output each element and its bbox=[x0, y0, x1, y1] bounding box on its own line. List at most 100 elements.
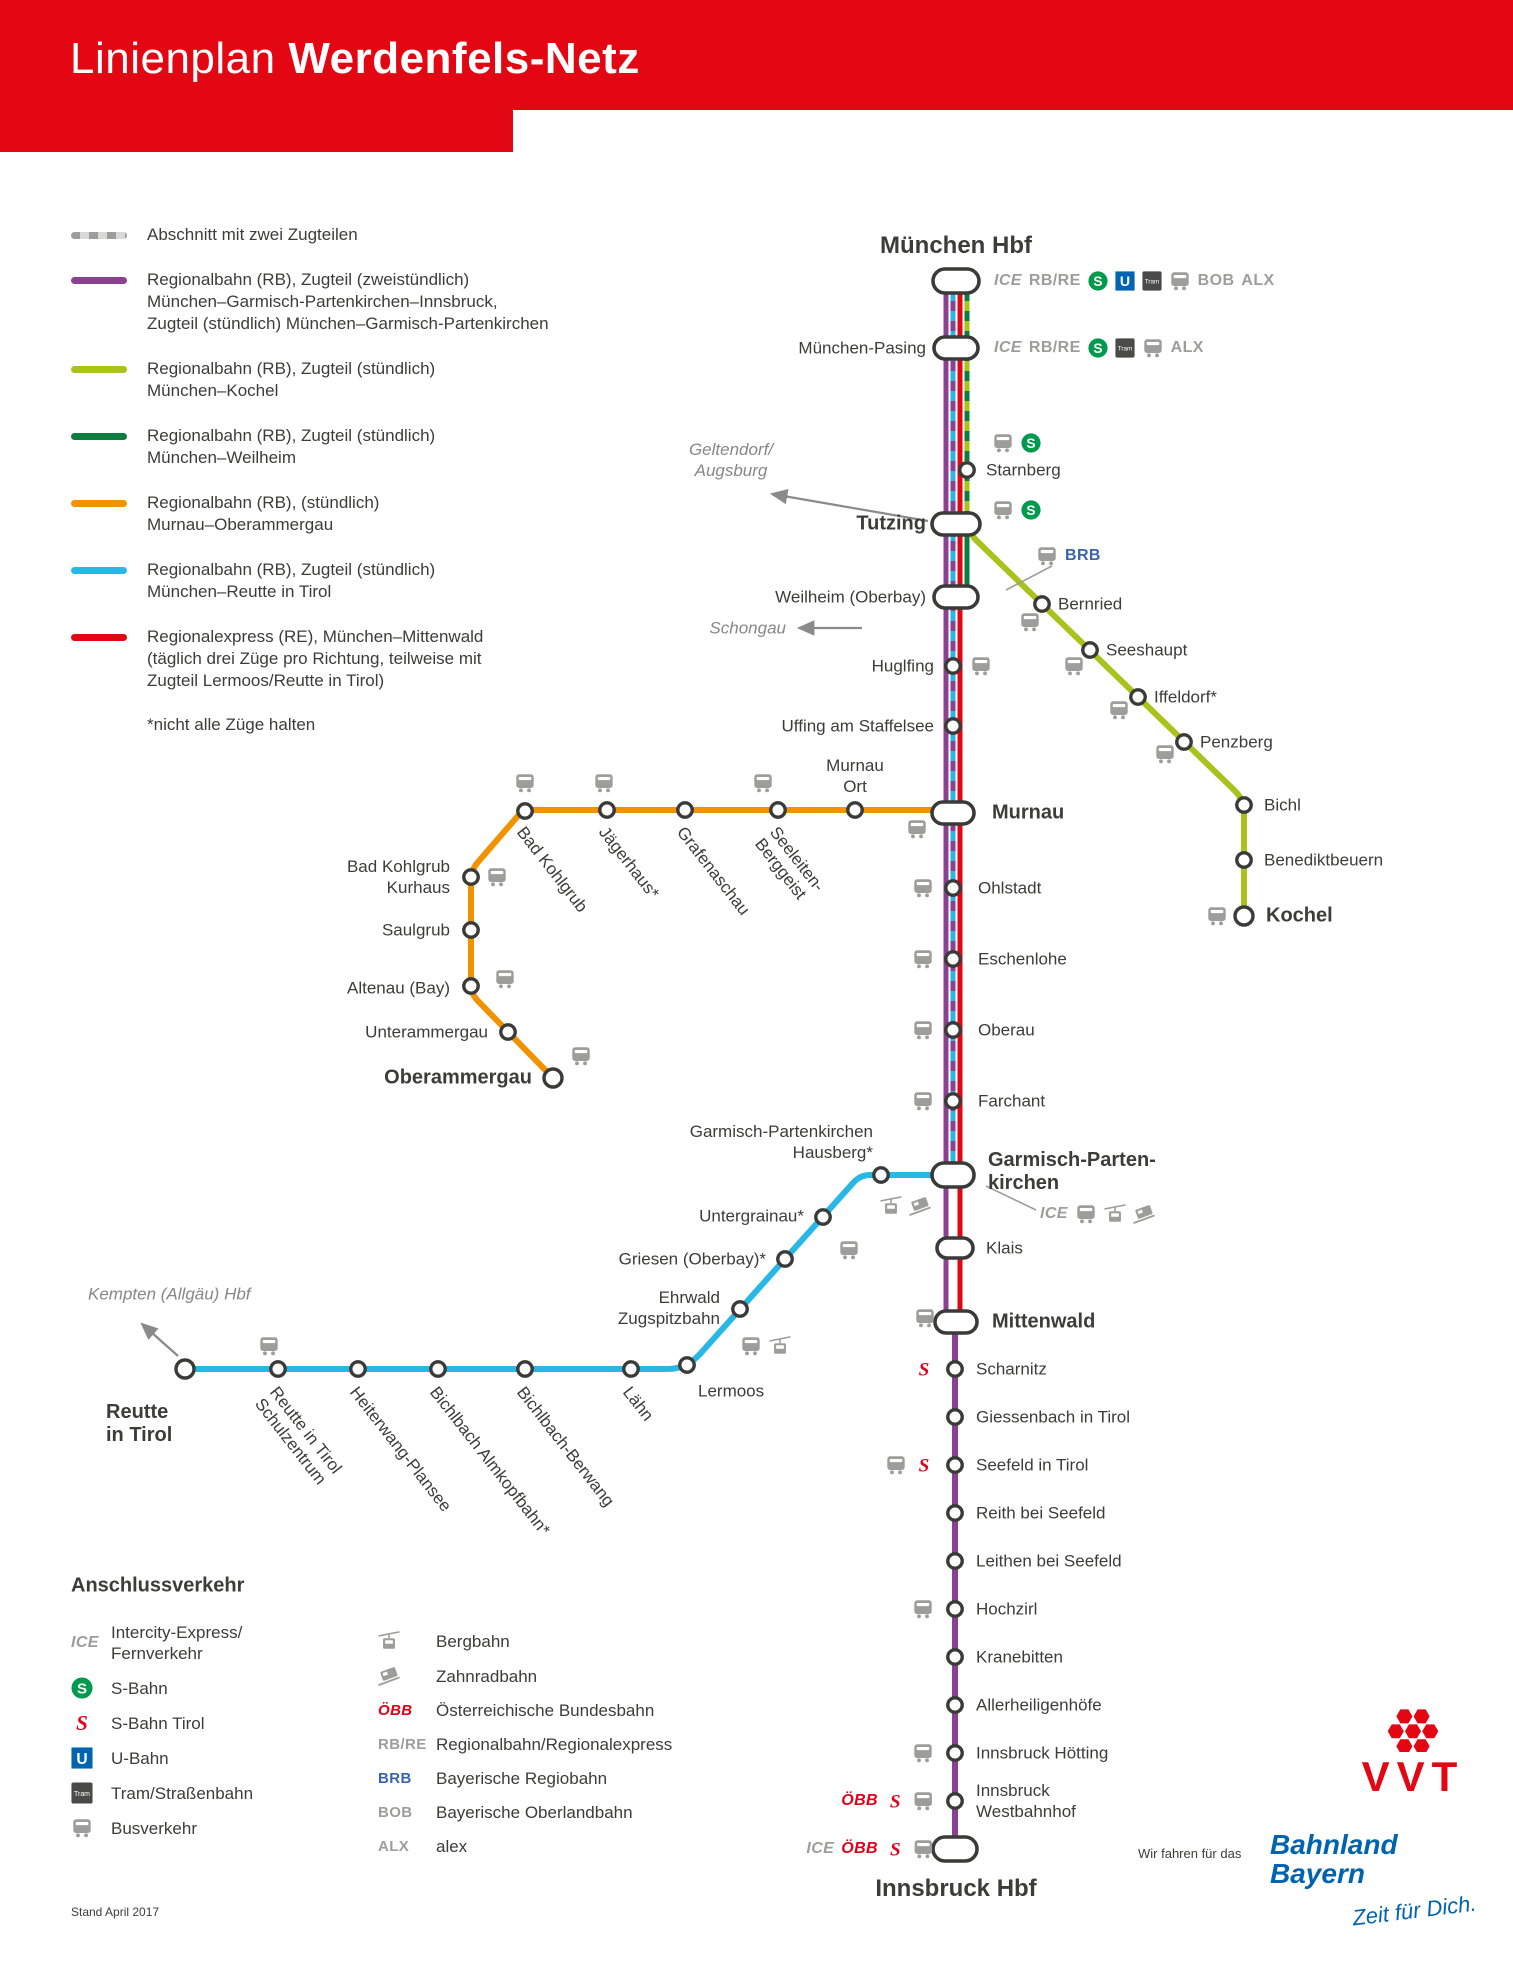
station-label-bernried: Bernried bbox=[1058, 594, 1123, 614]
station-marker-klais bbox=[935, 1236, 975, 1260]
station-label-huglfing: Huglfing bbox=[871, 656, 934, 676]
anschluss-item-bus: Busverkehr bbox=[71, 1817, 371, 1839]
anschluss-item-tram: Tram/Straßenbahn bbox=[71, 1782, 371, 1804]
station-dot-iffeldorf bbox=[1129, 688, 1147, 706]
station-label-mittenwald: Mittenwald bbox=[992, 1310, 1096, 1333]
tutzing-connections bbox=[992, 498, 1041, 522]
station-label-leithen: Leithen bei Seefeld bbox=[976, 1551, 1122, 1571]
bahnland-tagline: Wir fahren für das bbox=[1138, 1846, 1242, 1861]
station-label-kochel: Kochel bbox=[1266, 904, 1333, 927]
station-dot-leithen bbox=[946, 1552, 964, 1570]
stand-date: Stand April 2017 bbox=[71, 1905, 160, 1919]
station-label-kranebitten: Kranebitten bbox=[976, 1647, 1063, 1667]
ice-badge: ICE bbox=[994, 339, 1022, 356]
station-dot-reutte bbox=[174, 1358, 196, 1380]
vvt-wordmark: VVT bbox=[1361, 1753, 1465, 1800]
s-bahn-icon bbox=[1088, 338, 1108, 358]
oebb-badge: ÖBB bbox=[378, 1702, 413, 1719]
westbahnhof-connections: ÖBB bbox=[841, 1789, 934, 1813]
anschluss-item-sbahn: S-Bahn bbox=[71, 1677, 371, 1699]
station-dot-giessenbach bbox=[946, 1408, 964, 1426]
seeshaupt-bus bbox=[1019, 610, 1041, 634]
ice-badge: ICE bbox=[994, 272, 1022, 289]
bus-icon bbox=[992, 432, 1014, 454]
station-marker-innsbruck-hbf bbox=[931, 1835, 979, 1863]
station-dot-laehn bbox=[622, 1360, 640, 1378]
station-label-weilheim: Weilheim (Oberbay) bbox=[775, 587, 926, 607]
station-label-penzberg: Penzberg bbox=[1200, 732, 1273, 752]
station-label-benediktbeuern: Benediktbeuern bbox=[1264, 850, 1384, 870]
station-label-reutte: Reutte in Tirol bbox=[106, 1401, 173, 1446]
zahnradbahn-icon bbox=[378, 1665, 400, 1687]
station-label-innsbruck-hbf: Innsbruck Hbf bbox=[875, 1875, 1037, 1902]
station-dot-benediktbeuern bbox=[1235, 851, 1253, 869]
station-label-garmisch: Garmisch-Parten- kirchen bbox=[988, 1149, 1156, 1194]
bus-icon bbox=[912, 1019, 934, 1041]
anschluss-item-brb: BRB Bayerische Regiobahn bbox=[378, 1768, 798, 1789]
station-dot-kochel bbox=[1233, 905, 1255, 927]
iffeldorf-bus bbox=[1063, 654, 1085, 678]
s-bahn-icon bbox=[1088, 271, 1108, 291]
anschluss-item-rbre: RB/RE Regionalbahn/Regionalexpress bbox=[378, 1734, 798, 1755]
vvt-logo: VVT bbox=[1352, 1706, 1474, 1800]
s-bahn-tirol-icon bbox=[885, 1791, 905, 1811]
kurhaus-bus bbox=[486, 865, 508, 889]
bergbahn-icon bbox=[880, 1195, 902, 1217]
anschluss-item-alx: ALX alex bbox=[378, 1836, 798, 1857]
s-bahn-icon bbox=[71, 1677, 93, 1699]
bichl-bus bbox=[1154, 742, 1176, 766]
bus-icon bbox=[258, 1335, 280, 1357]
station-label-ehrwald: Ehrwald Zugspitzbahn bbox=[617, 1288, 720, 1328]
legend-item-dashed: Abschnitt mit zwei Zugteilen bbox=[71, 224, 731, 246]
untergrainau-connections bbox=[880, 1194, 931, 1218]
cyan-line-swatch bbox=[71, 567, 127, 574]
station-dot-lermoos bbox=[678, 1356, 696, 1374]
ice-badge: ICE bbox=[806, 1840, 835, 1857]
bus-icon bbox=[1169, 270, 1191, 292]
station-label-hoetting: Innsbruck Hötting bbox=[976, 1743, 1109, 1763]
muenchen-hbf-connections: ICE RB/RE BOB ALX bbox=[994, 269, 1275, 293]
bus-icon bbox=[912, 948, 934, 970]
mittenwald-connections bbox=[914, 1306, 936, 1330]
u-bahn-icon bbox=[71, 1747, 93, 1769]
bus-icon bbox=[1154, 743, 1176, 765]
anschluss-label: U-Bahn bbox=[111, 1748, 169, 1768]
header-tab bbox=[0, 110, 513, 152]
tram-icon bbox=[1115, 338, 1135, 358]
bus-icon bbox=[1142, 337, 1164, 359]
hochzirl-connections bbox=[912, 1597, 934, 1621]
legend-item-rb-weilheim: Regionalbahn (RB), Zugteil (stündlich) M… bbox=[71, 425, 731, 469]
anschluss-label: Bayerische Oberlandbahn bbox=[436, 1803, 633, 1822]
station-dot-altenau bbox=[462, 977, 480, 995]
anschluss-label: Tram/Straßenbahn bbox=[111, 1783, 254, 1803]
s-bahn-tirol-icon bbox=[914, 1359, 934, 1379]
station-label-iffeldorf: Iffeldorf* bbox=[1154, 687, 1218, 707]
ice-badge: ICE bbox=[71, 1634, 99, 1651]
anschluss-label: Busverkehr bbox=[111, 1818, 197, 1838]
bus-icon bbox=[912, 1838, 934, 1860]
bus-icon bbox=[885, 1454, 907, 1476]
anschluss-item-oebb: ÖBB Österreichische Bundesbahn bbox=[378, 1700, 798, 1721]
oebb-badge: ÖBB bbox=[841, 1840, 878, 1857]
bus-icon bbox=[1019, 611, 1041, 633]
anschluss-label: Regionalbahn/Regionalexpress bbox=[436, 1735, 673, 1754]
anschluss-left-column: ICE Intercity-Express/ Fernverkehr S-Bah… bbox=[71, 1622, 371, 1852]
kochel-connections bbox=[1206, 904, 1228, 928]
station-dot-hochzirl bbox=[946, 1600, 964, 1618]
station-label-ohlstadt: Ohlstadt bbox=[978, 878, 1042, 898]
s-bahn-tirol-icon bbox=[914, 1455, 934, 1475]
bus-icon bbox=[593, 772, 615, 794]
station-dot-ehrwald bbox=[731, 1300, 749, 1318]
legend-item-rb-reutte: Regionalbahn (RB), Zugteil (stündlich) M… bbox=[71, 559, 731, 603]
station-dot-starnberg bbox=[958, 461, 976, 479]
innsbruck-hbf-connections: ICE ÖBB bbox=[806, 1837, 934, 1861]
station-dot-bernried bbox=[1033, 595, 1051, 613]
oebb-badge: ÖBB bbox=[841, 1792, 878, 1809]
bus-icon bbox=[912, 1090, 934, 1112]
station-marker-garmisch bbox=[930, 1161, 976, 1189]
station-label-farchant: Farchant bbox=[978, 1091, 1046, 1111]
bus-icon bbox=[752, 772, 774, 794]
station-dot-penzberg bbox=[1175, 733, 1193, 751]
brb-badge: BRB bbox=[378, 1770, 412, 1787]
anschluss-label: S-Bahn Tirol bbox=[111, 1713, 205, 1733]
